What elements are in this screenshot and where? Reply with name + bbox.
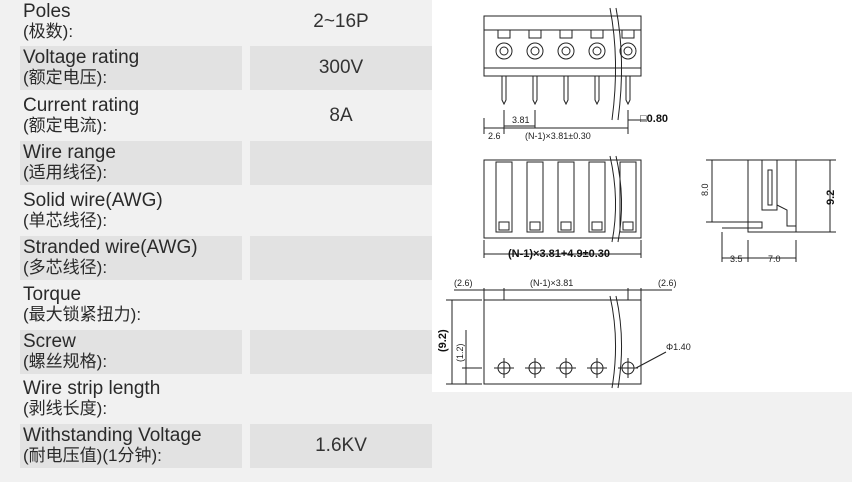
- spec-label-zh: (多芯线径):: [23, 258, 108, 277]
- spec-label-zh: (剥线长度):: [23, 399, 108, 418]
- dim-pin-square: □0.80: [640, 113, 668, 125]
- dim-side-height: 9.2: [825, 190, 837, 205]
- pins: [501, 76, 631, 106]
- spec-label-zh: (耐电压值)(1分钟):: [23, 446, 162, 465]
- spec-label-en: Voltage rating: [23, 47, 140, 68]
- spec-label-zh: (最大锁紧扭力):: [23, 305, 142, 324]
- dim-pitch-total: (N-1)×3.81±0.30: [525, 131, 591, 141]
- dim-bottom-edge-right: (2.6): [658, 278, 677, 288]
- spec-label-zh: (额定电流):: [23, 116, 108, 135]
- spec-label: Wire range (适用线径):: [20, 141, 242, 185]
- dim-overall-length: (N-1)×3.81+4.9±0.30: [508, 248, 610, 260]
- spec-label-en: Stranded wire(AWG): [23, 237, 198, 258]
- spec-label-en: Torque: [23, 284, 82, 305]
- spec-label-en: Wire range: [23, 142, 116, 163]
- spec-value: [250, 330, 432, 374]
- side-view: [706, 159, 836, 262]
- spec-label: Poles (极数):: [20, 0, 242, 44]
- drawing-svg: 3.81 2.6 (N-1)×3.81±0.30 □0.80 (N-1)×3.8…: [437, 7, 837, 389]
- spec-label: Screw (螺丝规格):: [20, 330, 242, 374]
- spec-label-en: Poles: [23, 1, 71, 22]
- spec-label-en: Current rating: [23, 95, 140, 116]
- dim-tail: 3.5: [730, 254, 743, 264]
- dim-edge: 2.6: [488, 131, 501, 141]
- spec-label: Current rating (额定电流):: [20, 94, 242, 138]
- spec-row-voltage-rating: Voltage rating (额定电压): 300V: [0, 46, 432, 90]
- technical-drawing: 3.81 2.6 (N-1)×3.81±0.30 □0.80 (N-1)×3.8…: [432, 0, 852, 392]
- dim-bottom-edge-left: (2.6): [454, 278, 473, 288]
- spec-value: [250, 141, 432, 185]
- spec-label-en: Withstanding Voltage: [23, 425, 202, 446]
- spec-label: Withstanding Voltage (耐电压值)(1分钟):: [20, 424, 242, 468]
- spec-label-en: Wire strip length: [23, 378, 161, 399]
- dim-hole-diameter: Φ1.40: [666, 342, 691, 352]
- spec-value: 300V: [250, 46, 432, 90]
- spec-label-zh: (额定电压):: [23, 68, 108, 87]
- spec-label-zh: (适用线径):: [23, 163, 108, 182]
- spec-row-withstanding-voltage: Withstanding Voltage (耐电压值)(1分钟): 1.6KV: [0, 424, 432, 468]
- spec-value: [250, 283, 432, 327]
- spec-row-current-rating: Current rating (额定电流): 8A: [0, 94, 432, 138]
- spec-value: 8A: [329, 105, 353, 126]
- dim-pitch: 3.81: [512, 115, 530, 125]
- spec-label: Solid wire(AWG) (单芯线径):: [20, 189, 242, 233]
- spec-value: [250, 236, 432, 280]
- spec-label: Stranded wire(AWG) (多芯线径):: [20, 236, 242, 280]
- spec-row-screw: Screw (螺丝规格):: [0, 330, 432, 374]
- dim-depth: 7.0: [768, 254, 781, 264]
- spec-label-zh: (极数):: [23, 22, 74, 41]
- spec-label: Voltage rating (额定电压):: [20, 46, 242, 90]
- dim-bottom-pitch: (N-1)×3.81: [530, 278, 573, 288]
- spec-label-en: Screw: [23, 331, 76, 352]
- spec-label-en: Solid wire(AWG): [23, 190, 163, 211]
- spec-label: Torque (最大锁紧扭力):: [20, 283, 242, 327]
- spec-value: 2~16P: [313, 11, 369, 32]
- spec-value: [250, 189, 432, 233]
- spec-label-zh: (单芯线径):: [23, 211, 108, 230]
- spec-label: Wire strip length (剥线长度):: [20, 377, 242, 421]
- spec-value: [250, 377, 432, 421]
- spec-row-wire-strip-length: Wire strip length (剥线长度):: [0, 377, 432, 421]
- top-view: [483, 155, 642, 258]
- mount-holes: [494, 358, 638, 378]
- spec-row-poles: Poles (极数): 2~16P: [0, 0, 432, 44]
- spec-label-zh: (螺丝规格):: [23, 352, 108, 371]
- bottom-view: [446, 288, 672, 389]
- spec-row-stranded-wire: Stranded wire(AWG) (多芯线径):: [0, 236, 432, 280]
- screw-terminals: [495, 29, 637, 60]
- front-view: [483, 7, 646, 134]
- spec-row-torque: Torque (最大锁紧扭力):: [0, 283, 432, 327]
- dim-bottom-offset: (1.2): [455, 343, 465, 362]
- spec-row-wire-range: Wire range (适用线径):: [0, 141, 432, 185]
- spec-row-solid-wire: Solid wire(AWG) (单芯线径):: [0, 189, 432, 233]
- spec-value: 1.6KV: [250, 424, 432, 468]
- dim-bottom-height: (9.2): [437, 329, 449, 352]
- dim-inner-height: 8.0: [700, 183, 710, 196]
